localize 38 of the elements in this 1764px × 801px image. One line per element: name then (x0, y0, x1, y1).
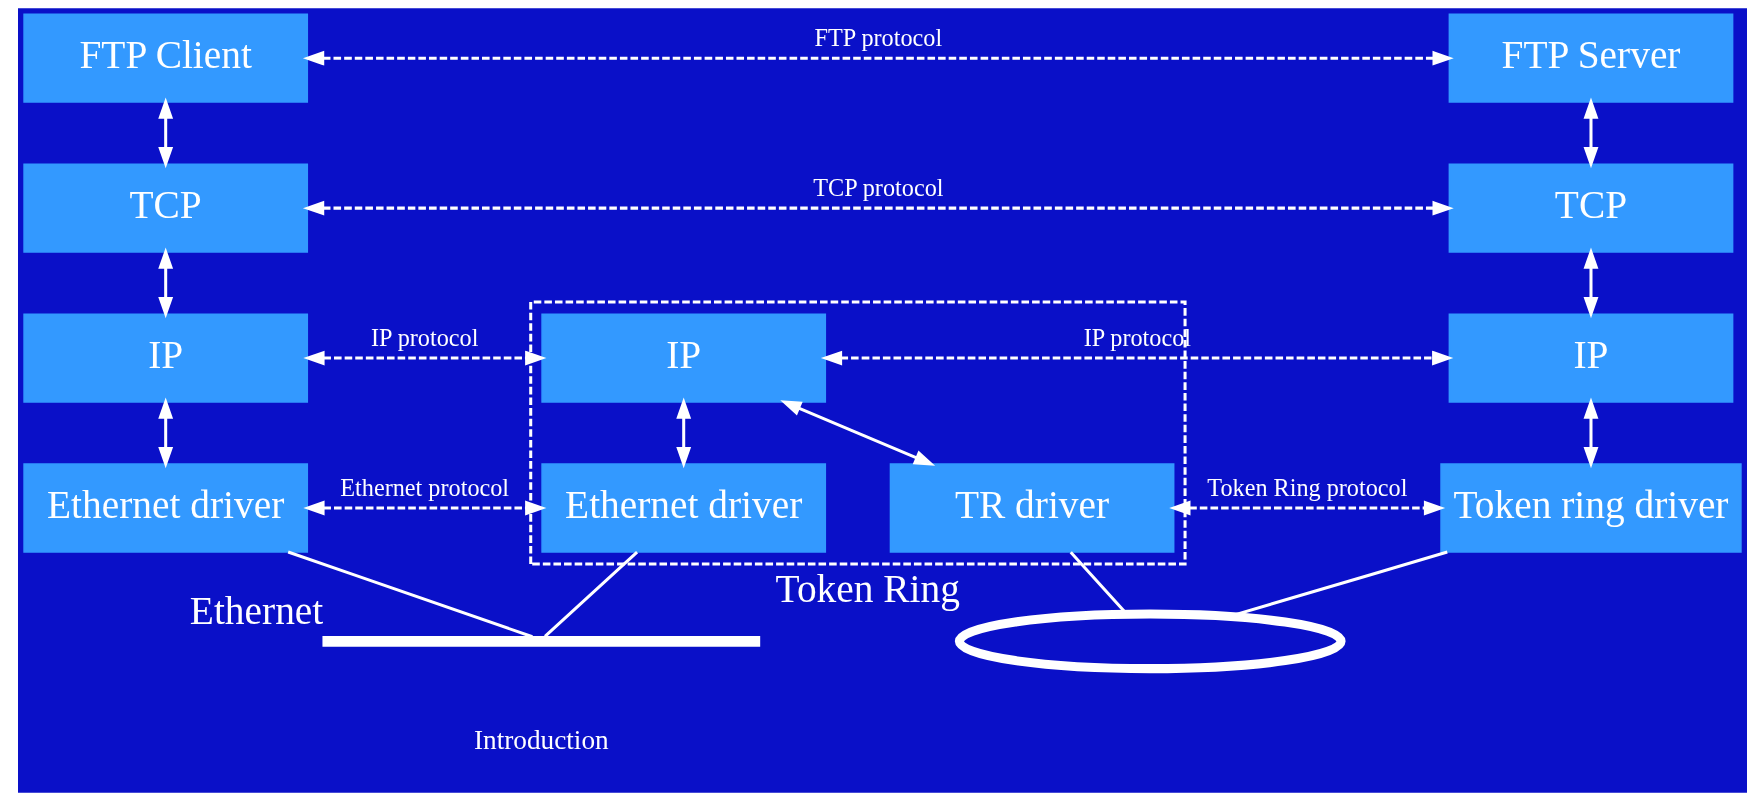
node-box: FTP Client (22, 13, 308, 103)
arrow (779, 400, 935, 466)
arrow (157, 397, 173, 469)
arrow (1168, 500, 1445, 516)
edge-label: IP protocol (1083, 323, 1191, 351)
node-ellipse (954, 609, 1346, 674)
node-box: Token ring driver (1439, 463, 1742, 553)
connector (543, 551, 638, 638)
arrow (302, 50, 1454, 66)
arrow (1583, 247, 1598, 319)
node-bar (321, 636, 760, 647)
edge-label: TCP protocol (812, 173, 943, 201)
edge-label: IP protocol (370, 323, 478, 351)
node-box: TR driver (889, 463, 1174, 553)
node-label: Ethernet (189, 589, 323, 634)
edge-label: FTP protocol (814, 23, 942, 51)
arrow (675, 397, 691, 469)
node-box: Ethernet driver (22, 463, 308, 553)
arrow (157, 247, 173, 319)
node-box: TCP (1448, 163, 1733, 253)
node-box: TCP (22, 163, 308, 253)
edge-label: Token Ring protocol (1206, 473, 1407, 501)
node-label: Token Ring (775, 566, 960, 611)
arrow (302, 350, 546, 366)
edge-label: Ethernet protocol (339, 473, 509, 501)
node-box: Ethernet driver (540, 463, 826, 553)
arrow (302, 200, 1454, 216)
node-box: IP (1448, 313, 1733, 403)
arrow (1583, 397, 1598, 469)
node-box: IP (22, 313, 308, 403)
node-box: IP (540, 313, 826, 403)
arrow (820, 350, 1453, 366)
arrow (1583, 97, 1598, 169)
arrow (302, 500, 546, 516)
label: Introduction (473, 725, 609, 756)
connector (287, 550, 533, 639)
node-box: FTP Server (1448, 13, 1733, 103)
arrow (157, 97, 173, 169)
